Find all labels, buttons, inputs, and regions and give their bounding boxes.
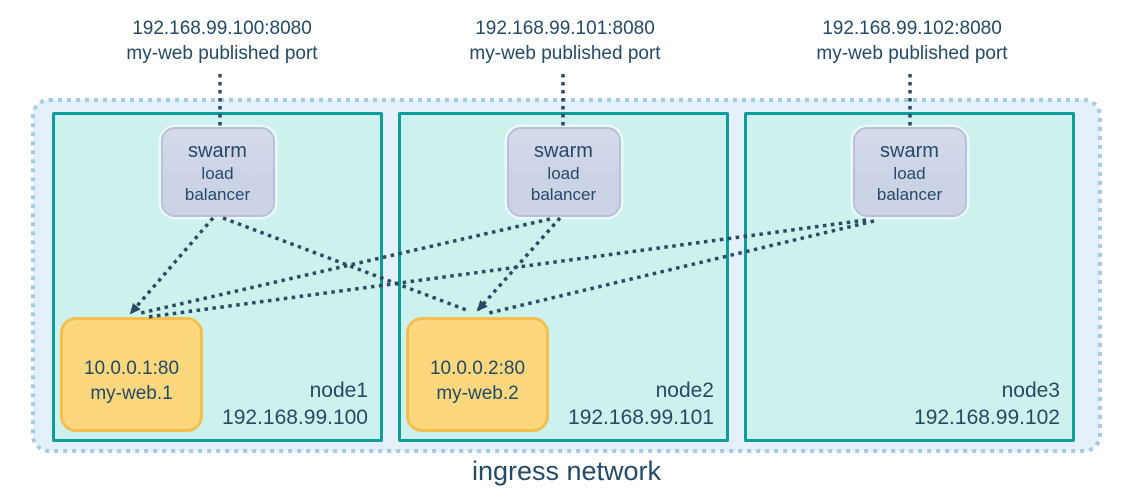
- task-name: my-web.2: [436, 382, 519, 404]
- node-ip: 192.168.99.100: [222, 406, 368, 429]
- published-port-label-node3: 192.168.99.102:8080 my-web published por…: [752, 16, 1072, 66]
- task-my-web-2: 10.0.0.2:80 my-web.2: [406, 317, 549, 432]
- lb-label-load: load: [547, 163, 580, 183]
- lb-label-swarm: swarm: [880, 139, 939, 162]
- published-port-caption: my-web published port: [469, 43, 661, 64]
- node2-label: node2 192.168.99.101: [568, 377, 714, 431]
- node-name: node1: [309, 379, 368, 402]
- node1-swarm-load-balancer: swarm load balancer: [160, 127, 275, 217]
- node1-box: swarm load balancer 10.0.0.1:80 my-web.1…: [52, 112, 383, 442]
- lb-label-swarm: swarm: [534, 139, 593, 162]
- node-name: node2: [655, 379, 714, 402]
- node3-box: swarm load balancer node3 192.168.99.102: [744, 112, 1075, 442]
- published-port-address: 192.168.99.101:8080: [475, 18, 655, 39]
- lb-label-balancer: balancer: [876, 184, 943, 204]
- published-port-label-node1: 192.168.99.100:8080 my-web published por…: [62, 16, 382, 66]
- lb-label-balancer: balancer: [184, 184, 251, 204]
- node-ip: 192.168.99.101: [568, 406, 714, 429]
- node-name: node3: [1001, 379, 1060, 402]
- node3-label: node3 192.168.99.102: [914, 377, 1060, 431]
- lb-label-load: load: [893, 163, 926, 183]
- published-port-label-node2: 192.168.99.101:8080 my-web published por…: [405, 16, 725, 66]
- node2-swarm-load-balancer: swarm load balancer: [506, 127, 621, 217]
- published-port-address: 192.168.99.100:8080: [132, 18, 312, 39]
- task-address: 10.0.0.2:80: [429, 357, 526, 379]
- published-port-caption: my-web published port: [816, 43, 1008, 64]
- node2-box: swarm load balancer 10.0.0.2:80 my-web.2…: [398, 112, 729, 442]
- ingress-network-title: ingress network: [471, 456, 662, 486]
- node3-swarm-load-balancer: swarm load balancer: [852, 127, 967, 217]
- node1-label: node1 192.168.99.100: [222, 377, 368, 431]
- lb-label-load: load: [201, 163, 234, 183]
- lb-label-balancer: balancer: [530, 184, 597, 204]
- node-ip: 192.168.99.102: [914, 406, 1060, 429]
- task-address: 10.0.0.1:80: [83, 357, 180, 379]
- task-my-web-1: 10.0.0.1:80 my-web.1: [60, 317, 203, 432]
- lb-label-swarm: swarm: [188, 139, 247, 162]
- published-port-address: 192.168.99.102:8080: [822, 18, 1002, 39]
- task-name: my-web.1: [90, 382, 173, 404]
- published-port-caption: my-web published port: [126, 43, 318, 64]
